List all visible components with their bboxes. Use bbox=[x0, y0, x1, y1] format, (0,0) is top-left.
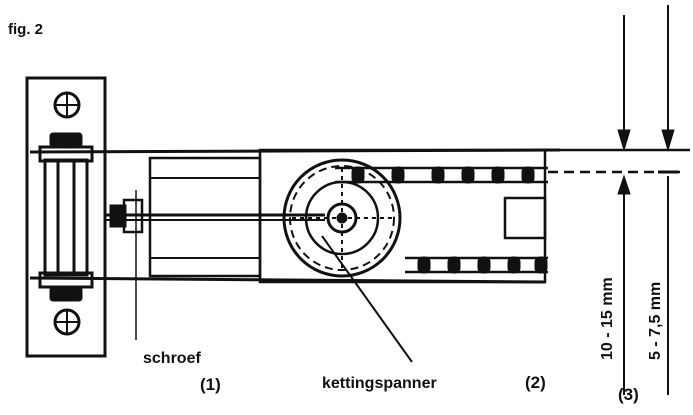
number-3-label: (3) bbox=[618, 385, 639, 404]
mounting-plate bbox=[25, 76, 107, 358]
chain-tensioner-label: kettingspanner bbox=[322, 375, 437, 392]
screw-number: (1) bbox=[200, 375, 221, 394]
chain-tensioner-number: (2) bbox=[525, 373, 546, 392]
dimension-label-small: 5 - 7,5 mm bbox=[647, 282, 664, 360]
chain-links-upper bbox=[351, 166, 535, 184]
chain-links-lower bbox=[417, 256, 548, 274]
screw bbox=[105, 190, 325, 340]
screw-label: schroef bbox=[143, 350, 201, 367]
figure-label: fig. 2 bbox=[8, 21, 43, 38]
chain bbox=[335, 166, 548, 274]
dimension-label-large: 10 - 15 mm bbox=[599, 277, 616, 360]
sprocket bbox=[282, 158, 402, 278]
axle-cylinder bbox=[38, 132, 94, 302]
dimension-arrows bbox=[617, 5, 678, 395]
tensioner-leader-line bbox=[321, 235, 413, 363]
